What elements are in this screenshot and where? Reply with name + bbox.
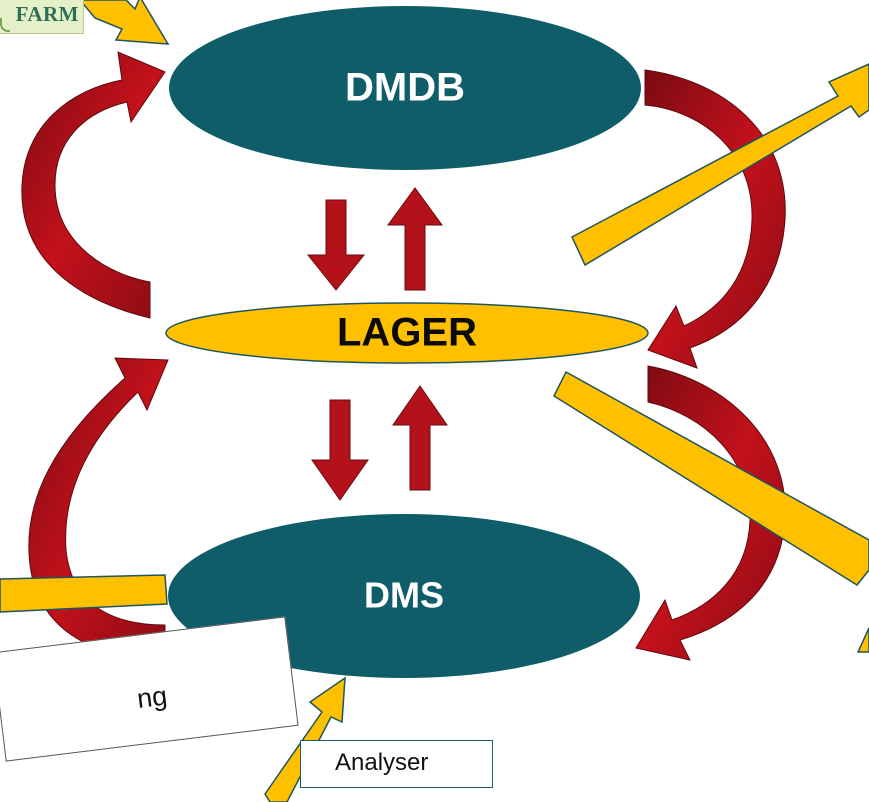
logo-text: FARM [15,2,79,26]
node-dmdb [169,6,641,170]
leaf-icon [0,18,10,32]
curved-arrow-left-top [21,51,166,319]
arrow-up-lager-to-dmdb [387,187,443,291]
yellow-arrow-to-right-bottom [553,370,869,586]
farm-logo: FARM [0,0,84,34]
node-lager-label: LAGER [337,311,477,355]
yellow-arrow-from-left [0,574,168,613]
curved-arrow-right-top [644,69,786,369]
analyser-label: Analyser [335,749,429,776]
curved-arrow-left-bottom [28,357,169,661]
arrow-down-dmdb-to-lager [306,199,366,291]
yellow-arrow-top-left [79,0,170,45]
yellow-arrow-to-right-top [571,63,869,267]
node-dmdb-label: DMDB [345,66,465,110]
note-text: ng [135,680,169,714]
arrow-up-dms-to-lager [392,385,448,491]
yellow-arrow-tip-right-bottom [856,627,869,653]
node-dms-label: DMS [364,575,444,616]
analyser-box: Analyser [300,740,493,788]
arrow-down-lager-to-dms [311,399,369,501]
node-lager [165,302,649,364]
